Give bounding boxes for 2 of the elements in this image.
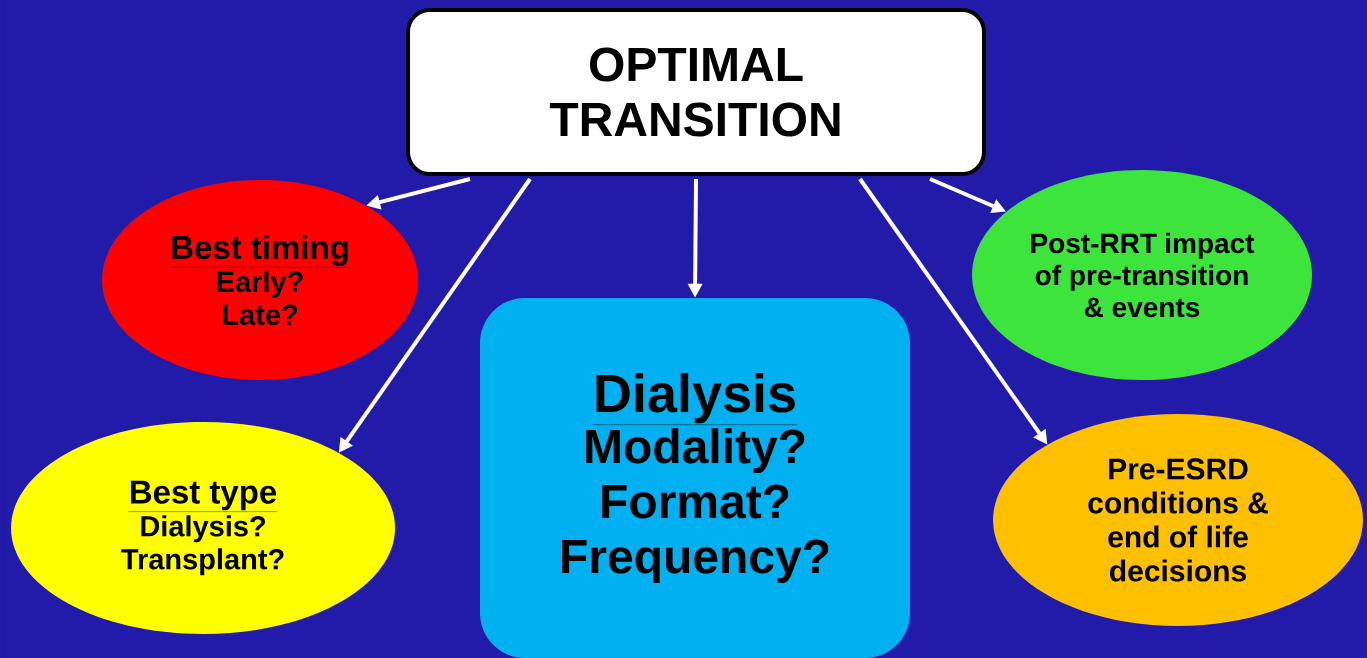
title-box: OPTIMAL TRANSITION (406, 8, 986, 176)
topic-box: Dialysis Modality? Format? Frequency? (480, 298, 910, 658)
